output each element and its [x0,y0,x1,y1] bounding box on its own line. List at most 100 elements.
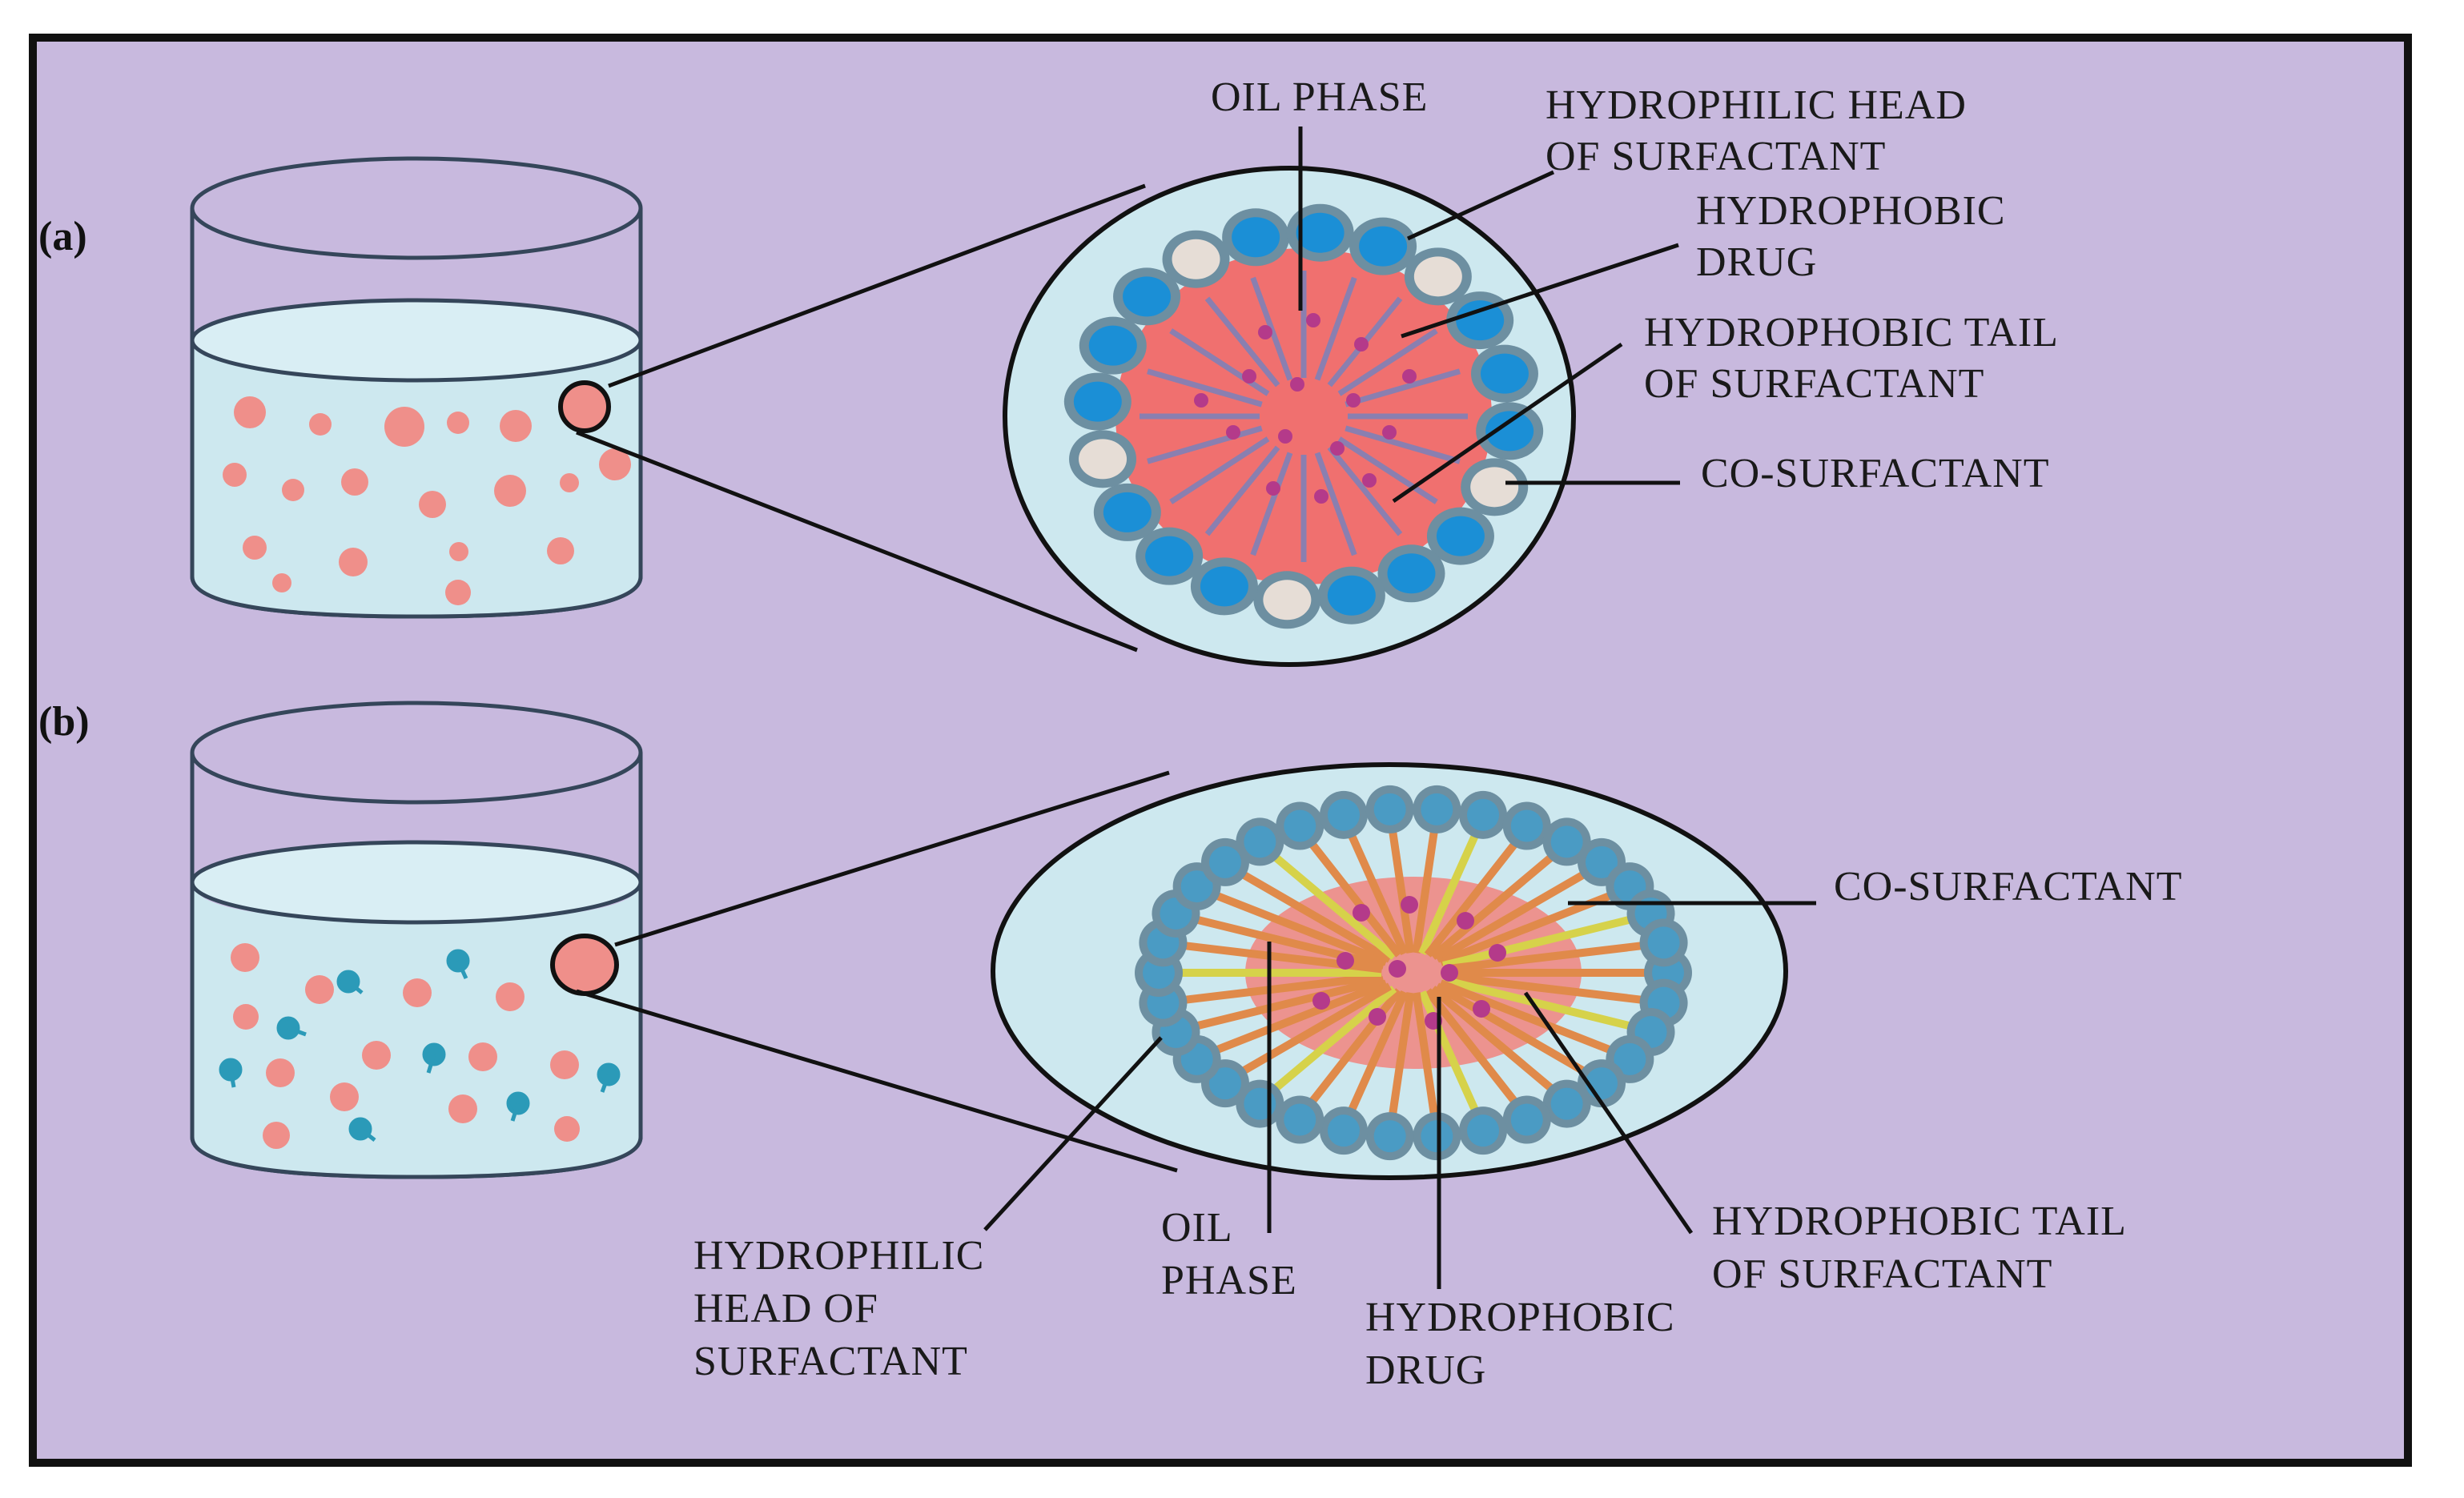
surfactant-tail [1188,976,1385,1032]
surfactant-tail [1208,979,1388,1057]
magnified-droplet-b [550,934,619,996]
surfactant-molecules-b [219,949,621,1142]
surfactant-tail [1442,976,1638,1032]
leader-a-drug [1401,243,1679,339]
surfactant-tail [1303,833,1403,958]
label-b-oil-line2: PHASE [1161,1258,1297,1303]
label-a-drug-line1: HYDROPHOBIC [1696,188,2006,234]
surfactant-tail [1442,914,1638,970]
surfactant-tail [1314,276,1357,381]
surfactant-tail [1345,425,1461,464]
surfactant-tail [1429,986,1562,1098]
label-a-drug-line2: DRUG [1696,239,1817,285]
surfactant-tail [1265,986,1397,1098]
panel-a-tag: (a) [38,214,87,259]
beaker-a [190,156,643,619]
oil-droplets-a [223,396,631,605]
surfactant-tail [1345,368,1461,408]
surfactant-tail [1435,982,1594,1079]
label-b-drug-line1: HYDROPHOBIC [1365,1295,1675,1340]
surfactant-tail [1429,848,1562,960]
zoom-line-b-top [614,770,1170,947]
surfactant-tail [1344,825,1409,955]
drug-molecule [1330,441,1345,456]
drug-molecule [1457,912,1474,930]
panel-b-tag: (b) [38,699,90,745]
surfactant-tail [1265,848,1397,960]
surfactant-tail [1439,979,1619,1057]
drug-molecule [1473,1000,1490,1018]
surfactant-tail [1204,296,1280,388]
leader-a-hydrophilic-head [1406,170,1555,241]
zoom-line-a-top [608,183,1146,388]
surfactant-tail [1387,821,1415,954]
drug-molecule [1362,473,1377,488]
leader-b-hydrophilic-head [983,1036,1163,1231]
surfactant-tail [1387,992,1415,1125]
micelle-b [991,762,1788,1180]
surfactant-tail [1233,866,1392,963]
micelle-a [1003,166,1576,667]
drug-molecule [1242,369,1256,384]
surfactant-tail [1344,990,1409,1121]
drug-molecule [1278,429,1292,444]
drug-molecule [1402,369,1417,384]
label-b-drug-line2: DRUG [1365,1347,1486,1393]
leader-a-tail [1392,342,1623,504]
oil-droplets-b [231,943,580,1149]
label-b-co-surfactant: CO-SURFACTANT [1834,864,2182,910]
drug-molecule [1258,325,1272,339]
label-b-hydrophilic-head-line1: HYDROPHILIC [693,1233,984,1279]
surfactant-tail [1169,328,1270,396]
surfactant-tail [1169,436,1270,504]
drug-molecule [1354,337,1369,351]
drug-molecule [1266,481,1280,496]
label-b-tail-line2: OF SURFACTANT [1712,1251,2052,1297]
surfactant-tail [1204,445,1280,536]
label-b-tail-line1: HYDROPHOBIC TAIL [1712,1199,2127,1244]
drug-molecule [1314,489,1328,504]
label-a-co-surfactant: CO-SURFACTANT [1701,451,2049,496]
drug-molecule [1337,952,1354,970]
leader-b-tail [1523,991,1694,1235]
surfactant-tail [1147,368,1263,408]
magnified-droplet-a [558,380,611,433]
drug-molecule [1306,313,1320,327]
drug-molecule [1194,393,1208,408]
surfactant-tail [1424,833,1524,958]
label-a-tail-line2: OF SURFACTANT [1644,361,1984,407]
label-a-tail-line1: HYDROPHOBIC TAIL [1644,310,2059,355]
label-b-hydrophilic-head-line2: HEAD OF [693,1286,878,1331]
drug-molecule [1401,896,1418,914]
surfactant-tail [1233,982,1392,1079]
surfactant-tail [1337,328,1438,396]
surfactant-tail [1424,988,1524,1112]
zoom-line-a-bottom [576,430,1138,653]
label-b-oil-line1: OIL [1161,1205,1233,1251]
drug-molecule [1312,992,1330,1010]
surfactant-tail [1418,825,1483,955]
surfactant-tail [1250,452,1293,556]
drug-molecule [1290,377,1304,392]
surfactant-tail [1208,889,1388,966]
drug-molecule [1369,1008,1386,1026]
surfactant-tail [1412,821,1440,954]
drug-molecule [1382,425,1397,440]
label-b-hydrophilic-head-line3: SURFACTANT [693,1339,968,1384]
surfactant-tail [1337,436,1438,504]
label-a-oil-phase: OIL PHASE [1211,74,1428,120]
drug-molecule [1489,944,1506,962]
zoom-line-b-bottom [576,989,1178,1173]
surfactant-tail [1412,992,1440,1125]
drug-molecule [1389,960,1406,978]
surfactant-tail [1303,988,1403,1112]
surfactant-tail [1176,972,1383,1005]
beaker-b [190,701,643,1179]
drug-molecule [1346,393,1361,408]
drug-molecule [1226,425,1240,440]
label-a-hydrophilic-head-line1: HYDROPHILIC HEAD [1546,82,1967,128]
drug-molecule [1353,904,1370,922]
surfactant-tail [1314,452,1357,556]
drug-molecule [1441,964,1458,982]
surfactant-tail [1327,445,1403,536]
